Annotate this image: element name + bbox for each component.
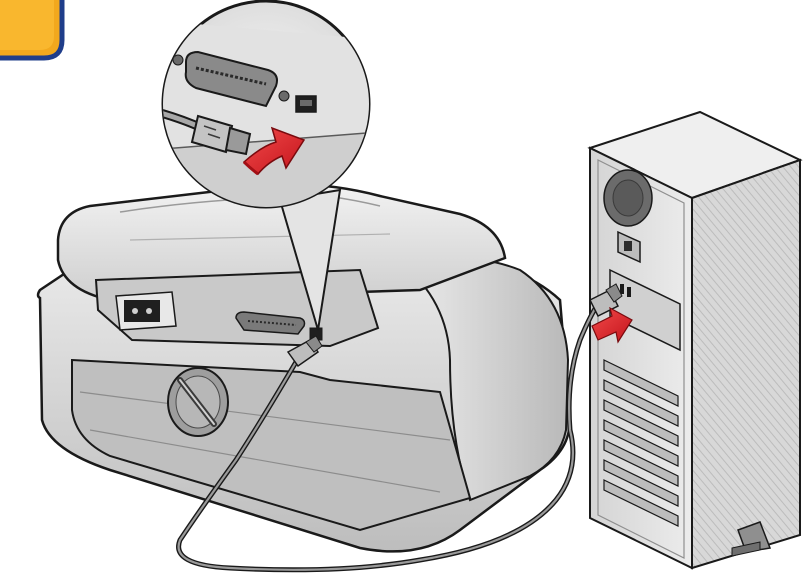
- usb-port-icon: [620, 284, 624, 294]
- power-connector-icon: [124, 300, 160, 322]
- red-arrow-computer: [591, 306, 633, 344]
- rear-access-knob: [167, 367, 229, 437]
- red-arrow-callout: [242, 126, 306, 176]
- step-badge: [0, 0, 65, 61]
- magnified-callout: [161, 0, 371, 331]
- computer-tower: [587, 110, 803, 570]
- printer: [36, 183, 572, 553]
- callout-usb-port: [295, 95, 317, 113]
- usb-b-plug-icon: [286, 335, 323, 368]
- expansion-slots: [603, 359, 679, 527]
- callout-parallel-port: [172, 50, 290, 108]
- callout-usb-plug-icon: [190, 114, 252, 156]
- printer-parallel-port: [235, 311, 306, 335]
